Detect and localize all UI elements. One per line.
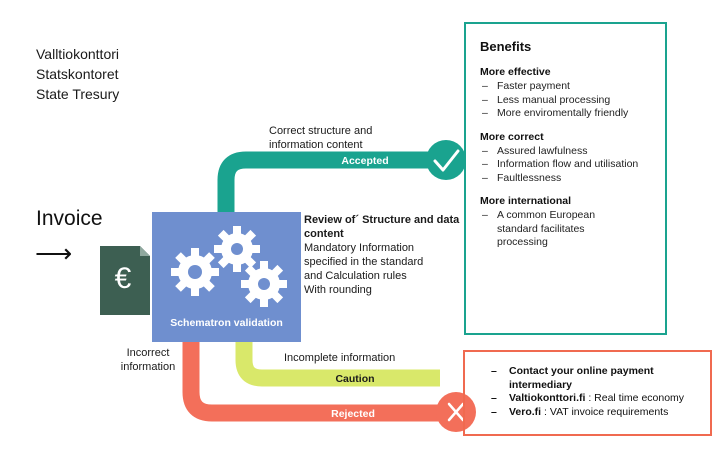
schematron-box: [152, 212, 301, 342]
benefits-list: A common European standard facilitates p…: [480, 209, 653, 250]
euro-document-icon: [100, 246, 150, 315]
review-line: specified in the standard: [304, 256, 424, 268]
benefits-list: Faster payment Less manual processing Mo…: [480, 80, 653, 121]
right-arrow-icon: ⟶: [35, 238, 73, 268]
gears-icon: [171, 226, 287, 307]
requirement-item: Valtiokonttori.fi : Real time economy: [491, 392, 704, 406]
accepted-path: [217, 151, 444, 212]
benefits-section-heading: More international: [480, 195, 572, 207]
x-icon: [447, 402, 465, 422]
rejected-label: Rejected: [331, 408, 375, 420]
rejected-path: [182, 342, 444, 422]
benefits-list: Assured lawfulness Information flow and …: [480, 145, 653, 186]
benefit-item: Less manual processing: [480, 94, 653, 108]
review-line: With rounding: [304, 284, 372, 296]
schematron-label: Schematron validation: [170, 317, 283, 329]
caution-caption: Incomplete information: [284, 352, 396, 364]
benefit-item: Assured lawfulness: [480, 145, 653, 159]
requirements-panel: Contact your online payment intermediary…: [463, 350, 712, 436]
org-name-en: State Tresury: [36, 86, 120, 102]
benefits-section-heading: More effective: [480, 66, 551, 78]
benefit-item: More enviromentally friendly: [480, 107, 653, 121]
requirement-item: Vero.fi : VAT invoice requirements: [491, 406, 704, 420]
benefit-item: A common European standard facilitates p…: [480, 209, 617, 250]
benefit-item: Faultlessness: [480, 172, 653, 186]
caution-path: [235, 342, 440, 387]
check-icon: [433, 149, 460, 172]
review-heading: Review of´ Structure and data content: [304, 214, 460, 240]
caution-label: Caution: [335, 373, 375, 385]
benefit-item: Faster payment: [480, 80, 653, 94]
review-line: and Calculation rules: [304, 270, 407, 282]
benefit-item: Information flow and utilisation: [480, 158, 653, 172]
benefits-section-heading: More correct: [480, 130, 544, 143]
organization-name: Valltiokonttori Statskontoret State Tres…: [36, 44, 119, 104]
accepted-badge: [426, 140, 466, 180]
benefits-title: Benefits: [480, 39, 532, 54]
euro-symbol: €: [114, 262, 132, 295]
rejected-caption: Incorrect information: [120, 347, 176, 373]
requirements-list: Contact your online payment intermediary…: [491, 365, 704, 419]
benefits-panel: Benefits More effective Faster payment L…: [464, 22, 667, 335]
invoice-title: Invoice: [36, 207, 103, 230]
accepted-caption: Correct structure and information conten…: [269, 125, 373, 151]
org-name-sv: Statskontoret: [36, 66, 119, 82]
review-description: Review of´ Structure and data content Ma…: [304, 213, 464, 297]
requirement-item: Contact your online payment intermediary: [491, 365, 704, 392]
org-name-fi: Valltiokonttori: [36, 46, 120, 62]
review-line: Mandatory Information: [304, 242, 415, 254]
accepted-label: Accepted: [341, 155, 389, 167]
